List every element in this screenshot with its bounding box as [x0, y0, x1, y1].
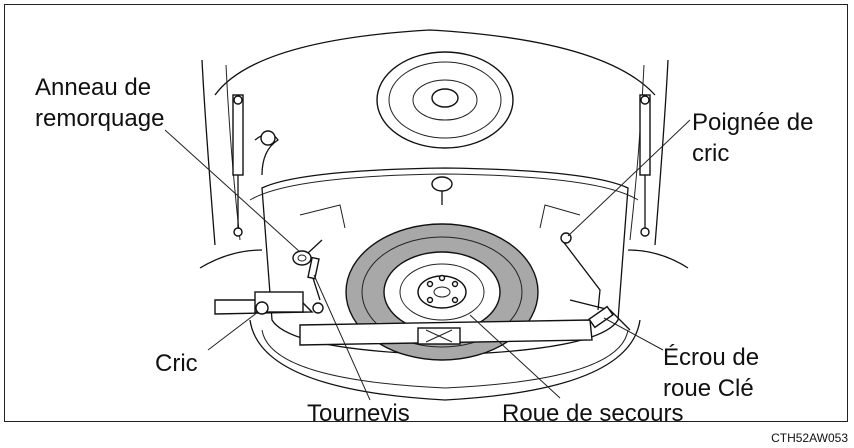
label-wheel-nut-wrench: Écrou de roue Clé — [663, 344, 760, 402]
label-screwdriver: Tournevis — [307, 400, 410, 427]
label-spare-wheel: Roue de secours — [502, 400, 684, 427]
gas-strut-right — [639, 94, 651, 237]
label-towing-eye: Anneau de remorquage — [35, 74, 165, 132]
trunk-body — [199, 130, 689, 401]
trunk-rail — [299, 319, 593, 346]
figure-code: CTH52AW053 — [771, 431, 848, 445]
label-jack-handle: Poignée de cric — [692, 109, 814, 167]
wheel-cover-top — [376, 51, 514, 149]
screwdriver — [307, 256, 321, 301]
center-bolt — [431, 176, 453, 205]
towing-eye — [292, 239, 323, 266]
jack — [214, 291, 324, 315]
label-jack: Cric — [155, 350, 198, 377]
jack-handle — [560, 232, 601, 311]
wheel-nut-wrench — [569, 299, 631, 331]
gas-strut-left — [232, 94, 244, 237]
figure-frame — [4, 4, 848, 422]
leader-lines — [164, 119, 691, 401]
